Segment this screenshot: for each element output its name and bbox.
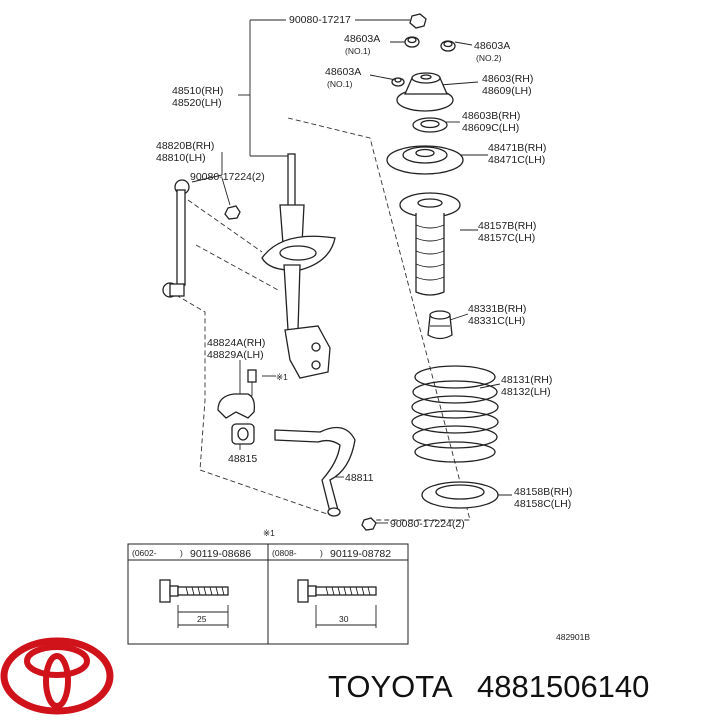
- support-rh-label: 48603(RH): [482, 73, 533, 85]
- lower-seat-rh-label: 48158B(RH): [514, 486, 572, 498]
- bearing-lh-label: 48609C(LH): [462, 122, 519, 134]
- shock-absorber-icon: [261, 153, 336, 379]
- boot-rh-label: 48157B(RH): [478, 220, 536, 232]
- left-bolt-length: 25: [197, 614, 207, 624]
- bump-stopper-icon: [427, 310, 453, 340]
- bearing-rh-label: 48603B(RH): [462, 110, 520, 122]
- bolt-table: [127, 543, 409, 645]
- upper-spring-seat-icon: [386, 145, 464, 175]
- bolt-30-icon: [297, 579, 377, 628]
- washer-no1-icon: [404, 36, 420, 48]
- stabilizer-bracket-icon: [217, 369, 257, 419]
- link-nut-label: 90080-17224(2): [190, 171, 265, 183]
- spring-lh-label: 48132(LH): [501, 386, 551, 398]
- washer-no1-lower-icon: [391, 77, 405, 87]
- stabilizer-bar-icon: [274, 426, 356, 517]
- upper-seat-lh-label: 48471C(LH): [488, 154, 545, 166]
- link-rh-label: 48820B(RH): [156, 140, 214, 152]
- left-date: (0602-: [132, 548, 157, 558]
- right-bracket: ): [320, 548, 323, 558]
- right-part-number: 90119-08782: [330, 548, 391, 560]
- support-lh-label: 48609(LH): [482, 85, 532, 97]
- washer-no1-sub-label: (NO.1): [345, 46, 371, 56]
- spring-rh-label: 48131(RH): [501, 374, 552, 386]
- stabilizer-label: 48811: [345, 472, 374, 484]
- right-bolt-length: 30: [339, 614, 349, 624]
- bumper-rh-label: 48331B(RH): [468, 303, 526, 315]
- bracket-lh-label: 48829A(LH): [207, 349, 264, 361]
- coil-spring-icon: [411, 365, 499, 463]
- boot-lh-label: 48157C(LH): [478, 232, 535, 244]
- bolt-ref-mark: ※1: [276, 372, 288, 382]
- left-part-number: 90119-08686: [190, 548, 251, 560]
- upper-seat-rh-label: 48471B(RH): [488, 142, 546, 154]
- washer-no1-lower-sub-label: (NO.1): [327, 79, 353, 89]
- part-number: 4881506140: [477, 669, 649, 704]
- upper-support-icon: [396, 72, 454, 112]
- toyota-logo: [0, 637, 114, 715]
- washer-no2-label: 48603A: [474, 40, 510, 52]
- washer-no1-label: 48603A: [344, 33, 380, 45]
- washer-no2-icon: [440, 40, 456, 52]
- bumper-boot-icon: [399, 192, 461, 296]
- bracket-rh-label: 48824A(RH): [207, 337, 265, 349]
- lower-nut-icon: [361, 517, 377, 531]
- table-ref-mark: ※1: [263, 528, 275, 538]
- shock-rh-label: 48510(RH): [172, 85, 223, 97]
- washer-no2-sub-label: (NO.2): [476, 53, 502, 63]
- link-nut-icon: [224, 205, 241, 220]
- stabilizer-bushing-icon: [231, 423, 255, 445]
- lower-spring-seat-icon: [421, 481, 499, 509]
- top-nut-icon: [409, 13, 427, 29]
- bolt-25-icon: [159, 579, 229, 628]
- brand-name: TOYOTA: [328, 669, 453, 704]
- stabilizer-link-icon: [162, 179, 190, 298]
- nut-top-label: 90080-17217: [289, 14, 351, 26]
- leader-lines: [191, 19, 512, 524]
- bearing-icon: [412, 117, 448, 133]
- lower-seat-lh-label: 48158C(LH): [514, 498, 571, 510]
- bushing-label: 48815: [228, 453, 257, 465]
- link-lh-label: 48810(LH): [156, 152, 206, 164]
- lower-nut-label: 90080-17224(2): [390, 518, 465, 530]
- shock-lh-label: 48520(LH): [172, 97, 222, 109]
- bumper-lh-label: 48331C(LH): [468, 315, 525, 327]
- left-bracket: ): [180, 548, 183, 558]
- diagram-code: 482901B: [556, 632, 590, 642]
- washer-no1-lower-label: 48603A: [325, 66, 361, 78]
- right-date: (0808-: [272, 548, 297, 558]
- assembly-dashed-outline: [175, 117, 471, 521]
